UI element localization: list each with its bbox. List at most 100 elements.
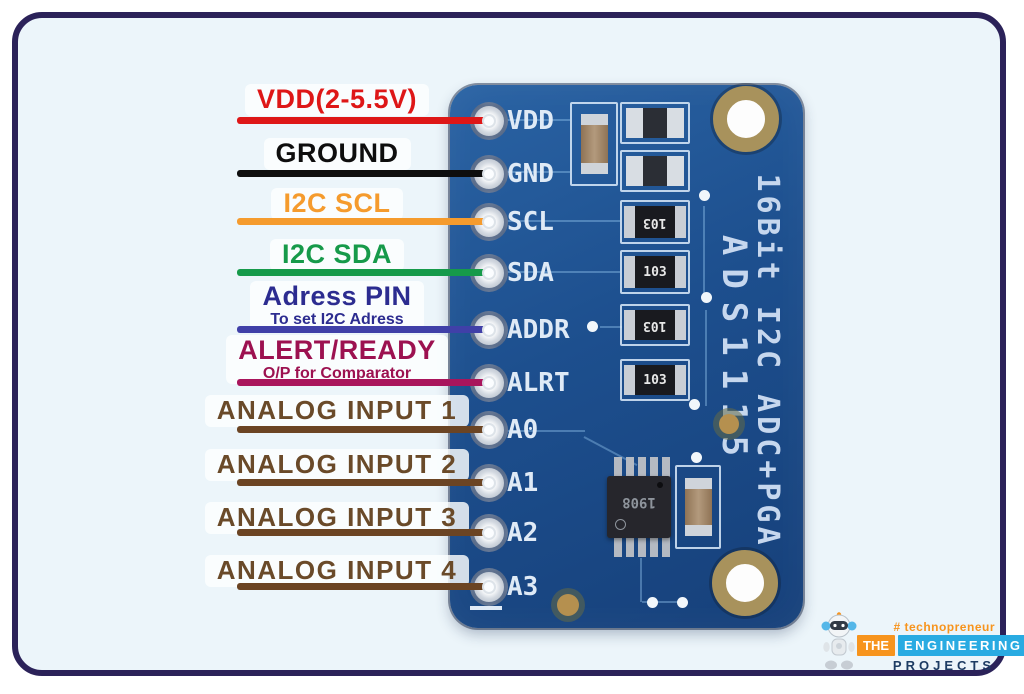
silkscreen-addr: ADDR <box>507 315 570 345</box>
pcb-trace <box>642 601 686 603</box>
pcb-trace <box>498 171 570 173</box>
silkscreen-scl: SCL <box>507 207 554 237</box>
gnd-label-block: GROUND <box>172 138 502 170</box>
ic-lead <box>638 457 646 477</box>
silkscreen-dash <box>470 606 502 610</box>
resistor-outline <box>620 200 690 244</box>
pin-hole <box>482 580 496 594</box>
via <box>691 452 702 463</box>
gnd-wire <box>237 170 487 177</box>
pin1-dot <box>657 482 663 488</box>
pcb-trace <box>703 206 705 294</box>
smd-pad-outline <box>620 150 690 192</box>
smd-resistor-4: 103 <box>624 365 686 395</box>
logo-badges: THE ENGINEERING <box>857 635 1024 656</box>
resistor-outline <box>620 304 690 346</box>
a3-label-block: ANALOG INPUT 4 <box>172 555 502 587</box>
pin-hole <box>482 323 496 337</box>
via <box>587 321 598 332</box>
resistor-code: 103 <box>643 372 667 388</box>
scl-wire <box>237 218 487 225</box>
addr-wire <box>237 326 487 333</box>
smd-resistor-1: 103 <box>624 206 686 238</box>
silkscreen-vdd: VDD <box>507 106 554 136</box>
silkscreen-alrt: ALRT <box>507 368 570 398</box>
logo-word-projects: PROJECTS <box>892 658 995 673</box>
resistor-code: 103 <box>643 214 667 230</box>
ic-lead <box>662 537 670 557</box>
board-partnumber-vertical: ADS1115 <box>714 234 754 470</box>
chip-marking: 1908 <box>622 494 656 510</box>
pcb-trace <box>500 430 585 432</box>
a0-label-block: ANALOG INPUT 1 <box>172 395 502 427</box>
a2-wire <box>237 529 487 536</box>
ic-lead <box>638 537 646 557</box>
chip-logo-icon <box>615 519 626 530</box>
smd-capacitor <box>581 114 608 174</box>
resistor-code: 103 <box>643 317 667 333</box>
ic-lead <box>614 457 622 477</box>
logo-word-the: THE <box>857 635 895 656</box>
pcb-trace <box>640 558 642 602</box>
a1-label: ANALOG INPUT 2 <box>216 449 458 479</box>
a1-label-block: ANALOG INPUT 2 <box>172 449 502 481</box>
silkscreen-a2: A2 <box>507 518 539 548</box>
silkscreen-a0: A0 <box>507 415 539 445</box>
pcb-trace <box>498 271 620 273</box>
resistor-code: 103 <box>643 264 667 280</box>
capacitor-outline <box>675 465 721 549</box>
pin-hole <box>482 215 496 229</box>
logo-tagline: # technopreneur <box>893 620 995 634</box>
resistor-outline <box>620 250 690 294</box>
robot-icon <box>821 612 857 670</box>
pin-hole <box>482 476 496 490</box>
smd-resistor-2: 103 <box>624 256 686 288</box>
smd-pad-outline <box>620 102 690 144</box>
ic-lead <box>626 537 634 557</box>
a2-label: ANALOG INPUT 3 <box>216 502 458 532</box>
smd-resistor-3: 103 <box>624 310 686 340</box>
pcb-trace <box>498 220 620 222</box>
smd-component <box>626 156 684 186</box>
mounting-hole-top <box>713 86 779 152</box>
a0-wire <box>237 426 487 433</box>
pin-hole <box>482 266 496 280</box>
gold-via <box>557 594 579 616</box>
brand-logo: # technopreneur THE ENGINEERING PROJECTS <box>813 606 1024 680</box>
logo-word-engineering: ENGINEERING <box>898 635 1024 656</box>
pin-hole <box>482 423 496 437</box>
resistor-outline <box>620 359 690 401</box>
sda-label: I2C SDA <box>281 239 393 269</box>
ic-lead <box>650 457 658 477</box>
silkscreen-gnd: GND <box>507 159 554 189</box>
alrt-wire <box>237 379 487 386</box>
pin-hole <box>482 167 496 181</box>
ic-lead <box>650 537 658 557</box>
addr-label: Adress PIN <box>262 281 412 311</box>
alrt-sublabel: O/P for Comparator <box>262 365 412 382</box>
via <box>689 399 700 410</box>
scl-label: I2C SCL <box>283 188 391 218</box>
via <box>647 597 658 608</box>
addr-label-block: Adress PIN To set I2C Adress <box>172 281 502 330</box>
a0-label: ANALOG INPUT 1 <box>216 395 458 425</box>
smd-capacitor <box>685 478 712 536</box>
pcb-trace <box>600 326 622 328</box>
silkscreen-a3: A3 <box>507 572 539 602</box>
pcb-trace <box>498 119 570 121</box>
capacitor-outline <box>570 102 618 186</box>
ic-lead <box>614 537 622 557</box>
a2-label-block: ANALOG INPUT 3 <box>172 502 502 534</box>
sda-wire <box>237 269 487 276</box>
pcb-trace <box>705 310 707 406</box>
via <box>699 190 710 201</box>
smd-component <box>626 108 684 138</box>
via <box>677 597 688 608</box>
ic-lead <box>662 457 670 477</box>
ads1115-chip: 1908 <box>607 476 671 538</box>
a1-wire <box>237 479 487 486</box>
alrt-label-block: ALERT/READY O/P for Comparator <box>172 335 502 384</box>
gold-via <box>719 414 739 434</box>
vdd-wire <box>237 117 487 124</box>
